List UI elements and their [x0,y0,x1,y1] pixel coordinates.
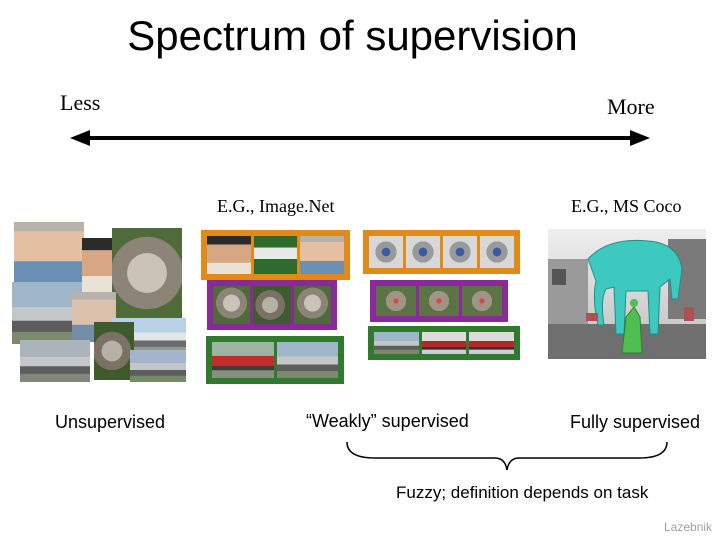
marked-koala-3 [462,286,502,316]
collage-photo-cars [130,350,186,382]
marked-car-1 [374,332,419,354]
marked-koala-1 [376,286,416,316]
weak-photo-sign [253,236,298,274]
weak-photo-car-red [212,342,274,378]
marked-koala-group [370,280,508,322]
author-credit: Lazebnik [664,520,713,534]
collage-photo-car [12,282,82,344]
weak-photo-koala-2 [253,286,291,324]
weakly-supervised-label: “Weakly” supervised [306,411,469,431]
collage-photo-parking [20,340,90,382]
supervision-arrow [70,130,650,146]
unsupervised-collage [12,222,188,384]
fully-supervised-label: Fully supervised [570,412,701,432]
collage-photo-person [14,222,84,282]
marked-photo-3 [443,236,477,268]
imagenet-example-label: E.G., Image.Net [217,196,335,216]
segmented-elephant-image [548,229,706,359]
mscoco-example-label: E.G., MS Coco [571,196,682,216]
weak-photo-woman [207,236,251,274]
marked-photo-4 [480,236,514,268]
marked-koala-2 [419,286,459,316]
marked-photo-1 [369,236,403,268]
marked-car-group [368,326,520,360]
imagenet-koala-group [207,280,337,330]
more-label: More [607,94,655,119]
imagenet-car-group [206,336,344,384]
fuzzy-definition-note: Fuzzy; definition depends on task [396,483,649,502]
less-label: Less [60,90,101,115]
weak-photo-car [276,342,338,378]
weak-photo-koala-1 [213,286,251,324]
imagenet-people-group [201,230,350,280]
unsupervised-label: Unsupervised [55,412,166,432]
weak-photo-man [300,236,345,274]
marked-car-2 [421,332,467,354]
marked-faces-group [363,230,520,274]
collage-photo-koalas [112,228,182,328]
collage-photo-koala [94,322,134,380]
marked-car-3 [469,332,515,354]
grouping-brace [346,441,668,471]
slide-title: Spectrum of supervision [127,12,578,59]
weak-photo-koala-3 [293,286,331,324]
marked-photo-2 [406,236,440,268]
